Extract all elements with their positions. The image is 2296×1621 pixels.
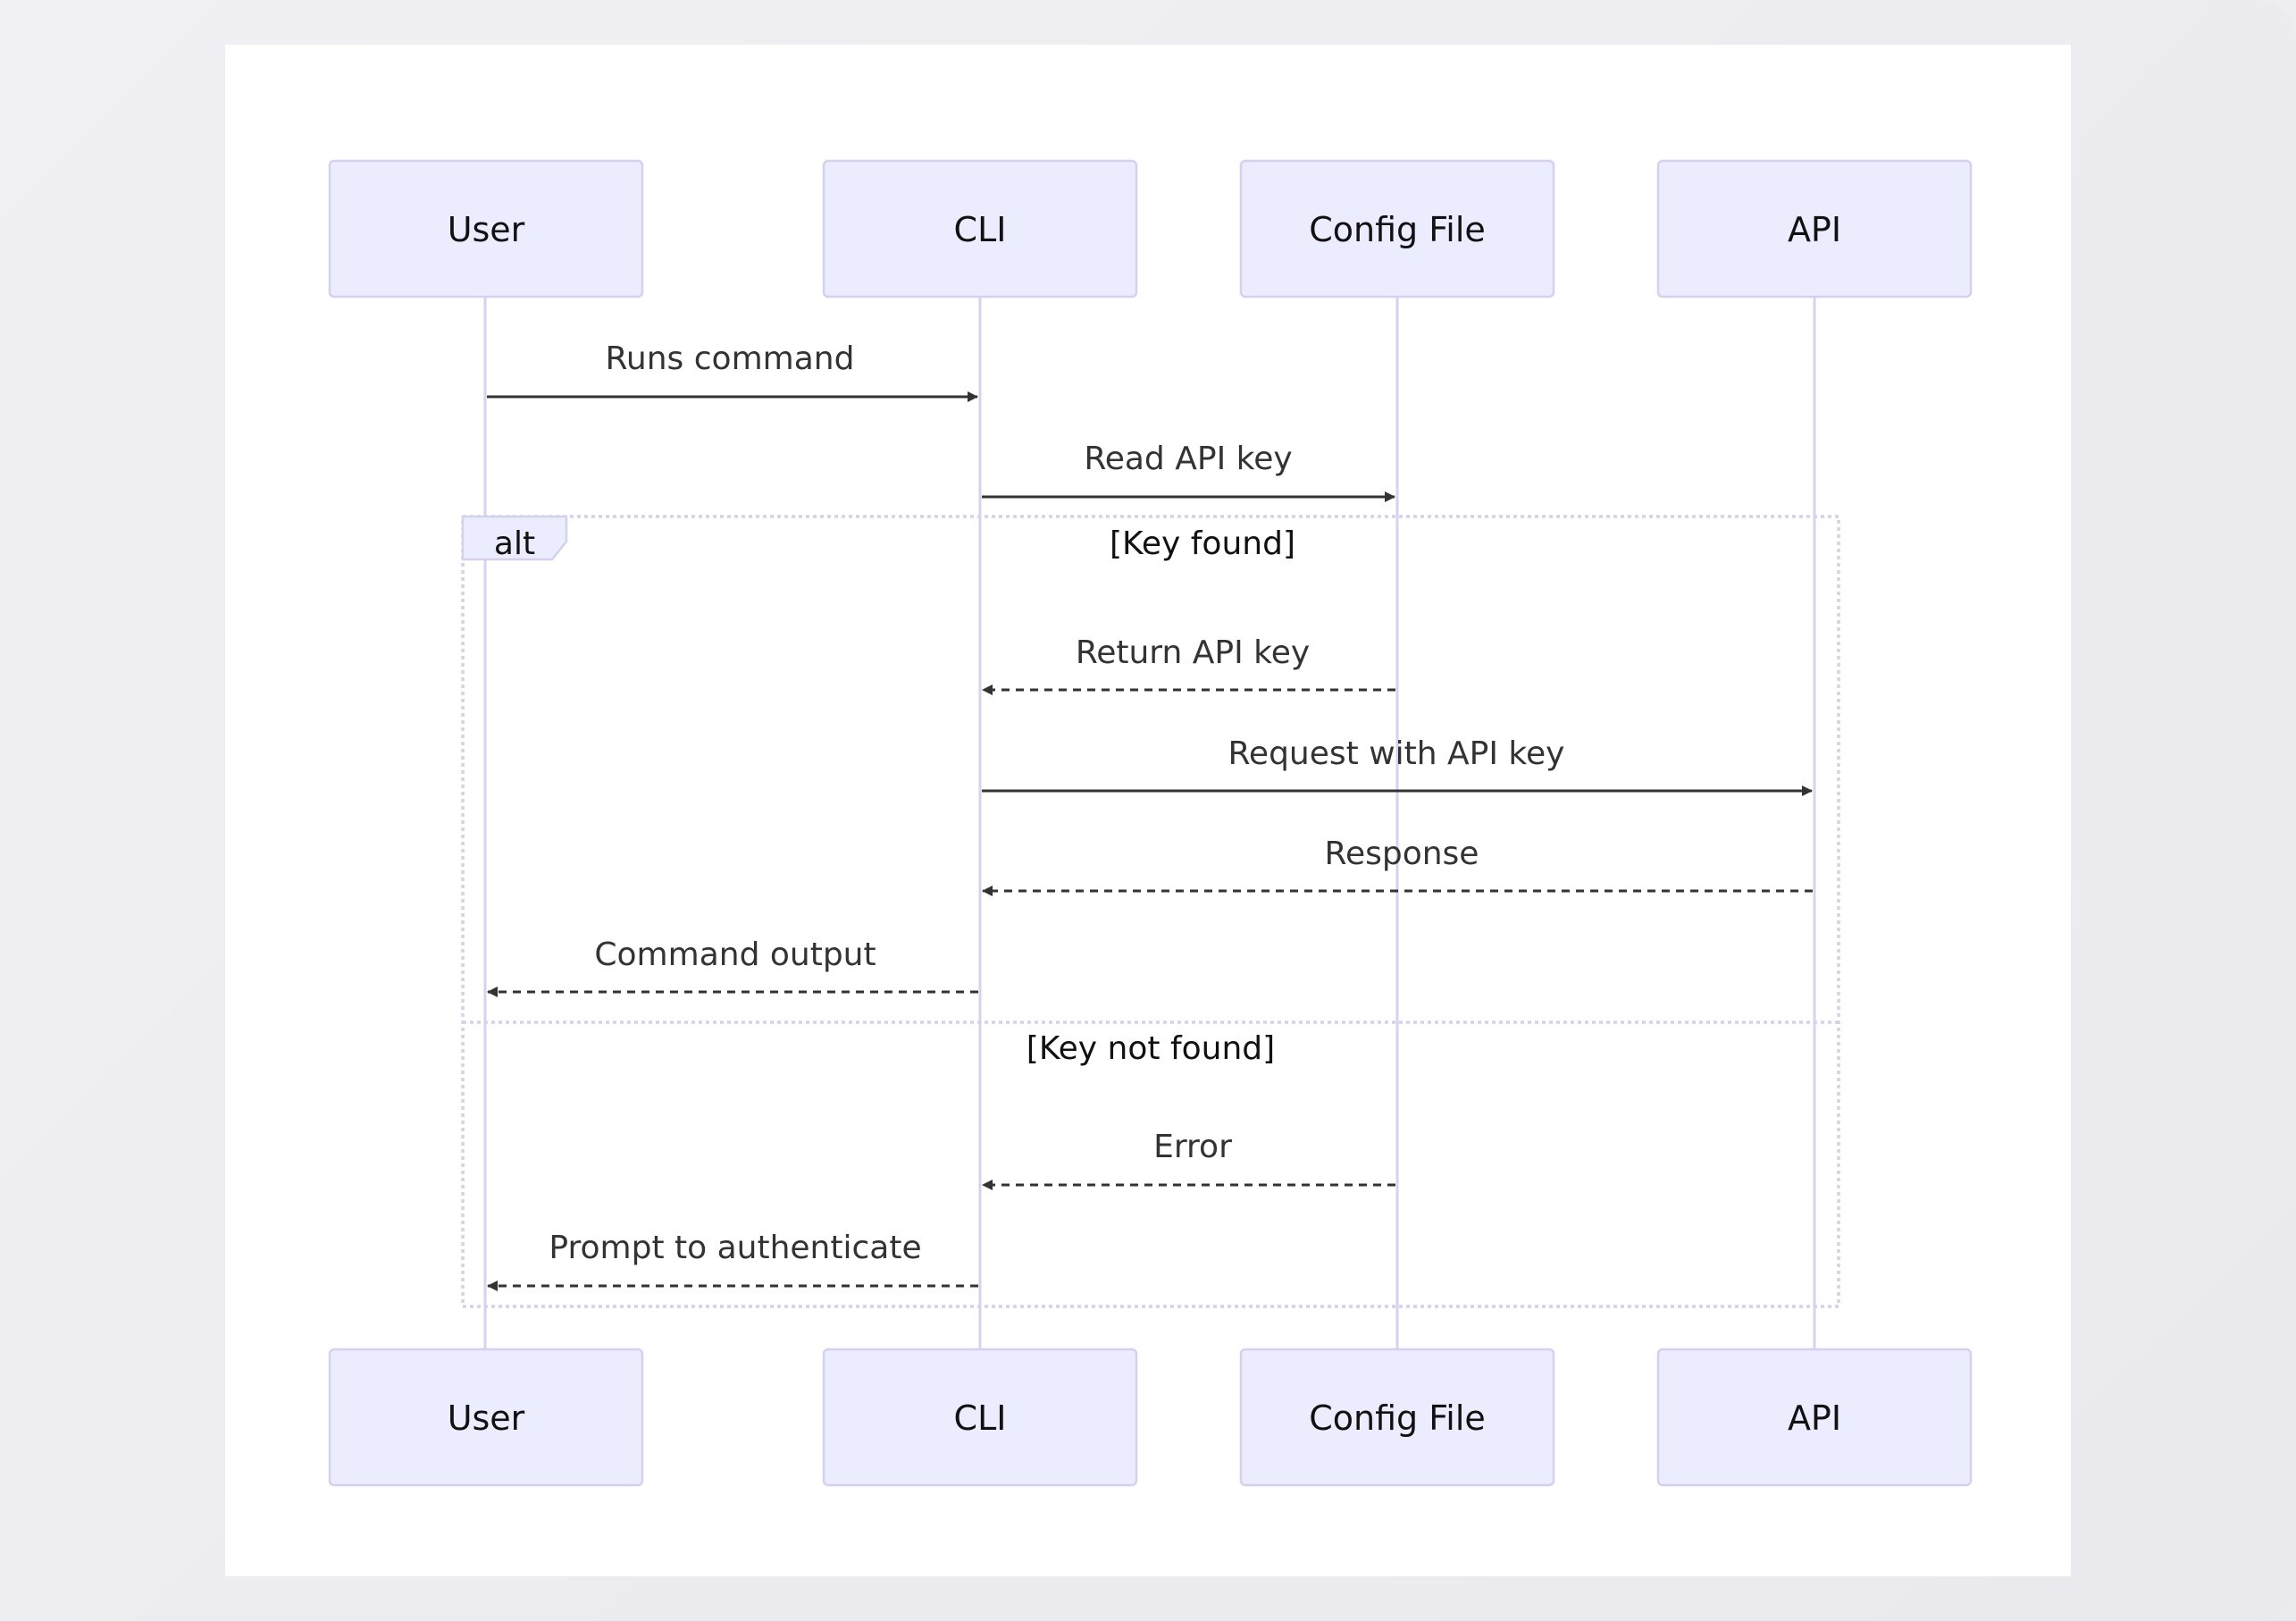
actor-cli-bottom[interactable]: CLI — [822, 1348, 1138, 1487]
alt-label: alt — [494, 525, 535, 562]
actor-box — [1239, 1348, 1555, 1487]
actor-label: CLI — [954, 210, 1007, 249]
actor-cli-top[interactable]: CLI — [822, 159, 1138, 298]
actor-box — [1239, 159, 1555, 298]
alt-frame — [461, 515, 1840, 1308]
actor-box — [328, 159, 644, 298]
message-label-error: Error — [1153, 1129, 1232, 1165]
actor-label: Config File — [1309, 210, 1486, 249]
message-label-command-output: Command output — [594, 936, 876, 973]
diagram-canvas — [225, 45, 2071, 1576]
alt-label-box — [461, 515, 568, 561]
alt-condition-key-found: [Key found] — [1110, 525, 1295, 562]
actor-config-bottom[interactable]: Config File — [1239, 1348, 1555, 1487]
actor-user-top[interactable]: User — [328, 159, 644, 298]
actor-box — [1656, 159, 1973, 298]
actor-label: User — [448, 210, 525, 249]
actor-label: User — [448, 1398, 525, 1438]
actor-box — [328, 1348, 644, 1487]
actor-api-top[interactable]: API — [1656, 159, 1973, 298]
actor-user-bottom[interactable]: User — [328, 1348, 644, 1487]
actor-box — [822, 1348, 1138, 1487]
actor-label: API — [1788, 1398, 1841, 1438]
actor-label: API — [1788, 210, 1841, 249]
message-label-response: Response — [1325, 836, 1479, 872]
message-label-request-with-api-key: Request with API key — [1228, 735, 1565, 772]
message-label-read-api-key: Read API key — [1084, 441, 1292, 477]
actor-label: Config File — [1309, 1398, 1486, 1438]
actor-label: CLI — [954, 1398, 1007, 1438]
actor-api-bottom[interactable]: API — [1656, 1348, 1973, 1487]
message-label-runs-command: Runs command — [606, 340, 855, 377]
message-label-return-api-key: Return API key — [1076, 634, 1310, 671]
actor-box — [822, 159, 1138, 298]
actor-config-top[interactable]: Config File — [1239, 159, 1555, 298]
alt-condition-key-not-found: [Key not found] — [1026, 1030, 1275, 1067]
actor-box — [1656, 1348, 1973, 1487]
message-label-prompt-to-authenticate: Prompt to authenticate — [549, 1230, 921, 1266]
